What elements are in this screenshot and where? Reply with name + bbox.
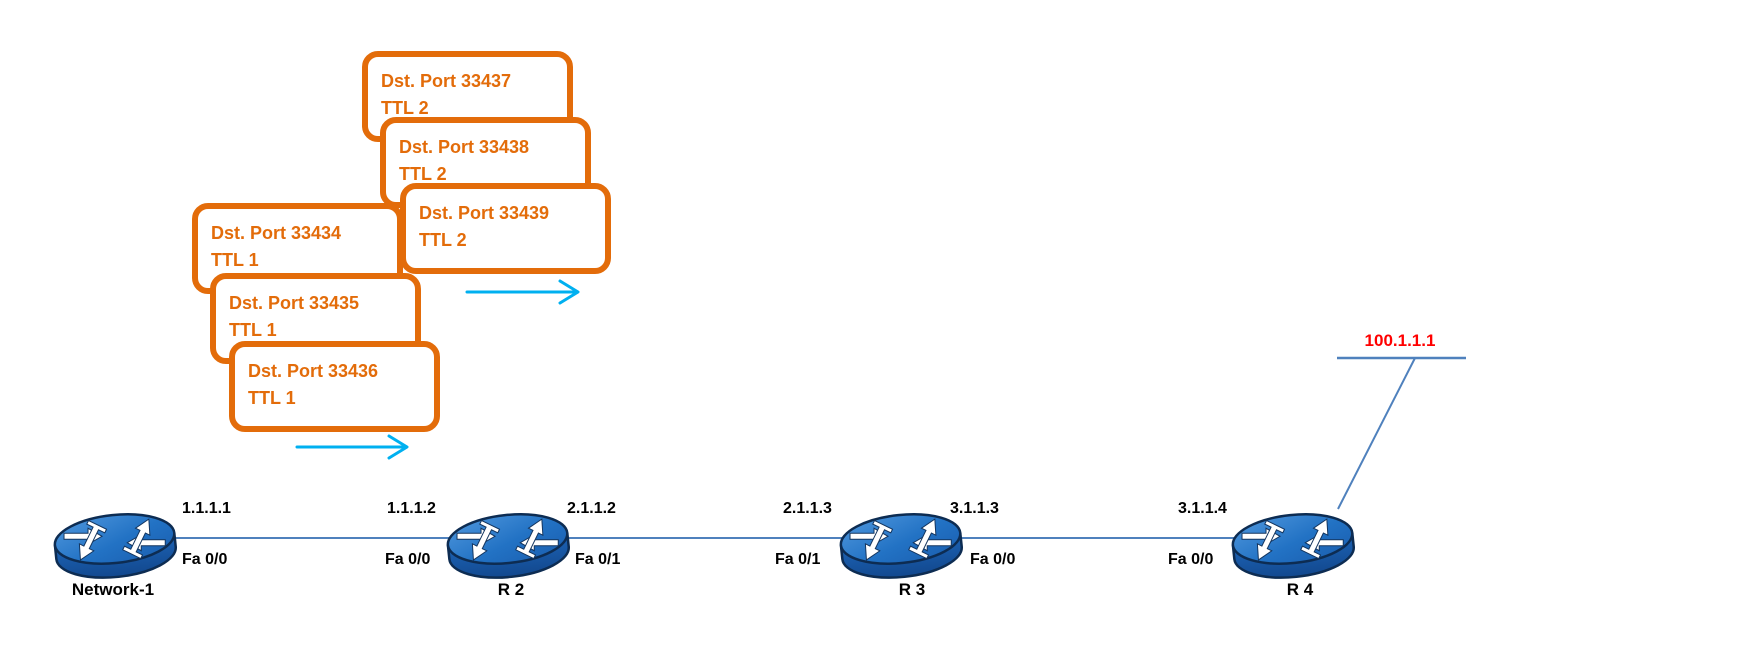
router-label-network-1: Network-1 — [71, 580, 155, 599]
router-r4 — [1227, 507, 1359, 585]
router-icon — [837, 507, 966, 585]
router-label-r3: R 3 — [898, 580, 926, 599]
packet-port-label: Dst. Port 33437 — [381, 71, 512, 91]
ip-label: 1.1.1.1 — [182, 500, 231, 517]
packet-33436: Dst. Port 33436 TTL 1 — [229, 341, 440, 432]
interface-label: Fa 0/0 — [1168, 551, 1214, 568]
packet-ttl-label: TTL 2 — [399, 164, 447, 184]
interface-label: Fa 0/0 — [970, 551, 1016, 568]
interface-label: Fa 0/0 — [182, 551, 228, 568]
packet-ttl-label: TTL 2 — [419, 230, 467, 250]
packet-ttl-label: TTL 1 — [248, 388, 296, 408]
r4-lan-link-line — [1337, 357, 1416, 510]
router-r2 — [442, 507, 574, 585]
flow-arrow-ttl2 — [465, 279, 580, 305]
ip-label: 2.1.1.3 — [783, 500, 832, 517]
packet-port-label: Dst. Port 33436 — [248, 361, 379, 381]
interface-label: Fa 0/1 — [775, 551, 821, 568]
router-network-1 — [49, 507, 181, 585]
ip-label: 2.1.1.2 — [567, 500, 616, 517]
packet-ttl-label: TTL 2 — [381, 98, 429, 118]
ip-label: 3.1.1.3 — [950, 500, 999, 517]
packet-port-label: Dst. Port 33439 — [419, 203, 550, 223]
packet-port-label: Dst. Port 33438 — [399, 137, 530, 157]
router-icon — [444, 507, 573, 585]
router-icon — [51, 507, 180, 585]
router-r3 — [835, 507, 967, 585]
interface-label: Fa 0/1 — [575, 551, 621, 568]
interface-label: Fa 0/0 — [385, 551, 431, 568]
router-label-r4: R 4 — [1286, 580, 1314, 599]
packet-port-label: Dst. Port 33434 — [211, 223, 342, 243]
packet-port-label: Dst. Port 33435 — [229, 293, 360, 313]
ip-label: 1.1.1.2 — [387, 500, 436, 517]
remote-network-ip-label: 100.1.1.1 — [1364, 331, 1436, 350]
packet-ttl-label: TTL 1 — [229, 320, 277, 340]
packet-33439: Dst. Port 33439 TTL 2 — [400, 183, 611, 274]
flow-arrow-ttl1 — [295, 434, 409, 460]
router-label-r2: R 2 — [497, 580, 525, 599]
ip-label: 3.1.1.4 — [1178, 500, 1227, 517]
router-icon — [1229, 507, 1358, 585]
packet-ttl-label: TTL 1 — [211, 250, 259, 270]
